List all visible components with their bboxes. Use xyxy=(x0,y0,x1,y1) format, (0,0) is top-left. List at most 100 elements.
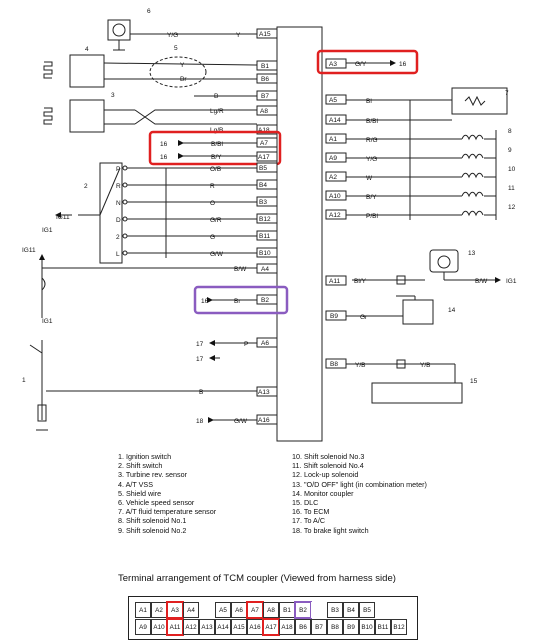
vehicle-speed-sensor xyxy=(107,19,257,51)
coupler-terminal: B7 xyxy=(311,619,327,635)
shift-position: P xyxy=(116,166,120,173)
power-feed xyxy=(29,254,257,431)
dest-label: 16 xyxy=(399,61,407,68)
wire-label: Br xyxy=(180,76,187,83)
coupler-terminal: B1 xyxy=(279,602,295,618)
wire-label: G/Y xyxy=(355,61,367,68)
wire-label: B/W xyxy=(475,278,488,285)
pin-box xyxy=(256,230,278,241)
wire-label: Lg/B xyxy=(210,127,223,134)
label-1: 1 xyxy=(22,377,26,384)
pin-box xyxy=(256,151,278,162)
ig11-label: IG11 xyxy=(22,247,36,254)
wire-label: W xyxy=(366,175,373,182)
wire-label: Gr xyxy=(360,314,368,321)
pin-label: B12 xyxy=(259,216,271,223)
coupler-terminal: A7 xyxy=(246,601,264,619)
pin-box xyxy=(256,124,278,135)
shift-position: R xyxy=(116,183,121,190)
od-off-light xyxy=(352,249,501,285)
wire-label: R/G xyxy=(366,137,378,144)
pin-label: A3 xyxy=(329,61,337,68)
pin-label: B10 xyxy=(259,250,271,257)
legend-item: 1. Ignition switch xyxy=(118,452,172,461)
wire-label: O/B xyxy=(210,166,221,173)
coupler-terminal: B11 xyxy=(375,619,391,635)
pin-label: A4 xyxy=(261,266,269,273)
legend-item: 16. To ECM xyxy=(292,507,330,517)
pin-label: A18 xyxy=(258,127,270,134)
turbine-sensor xyxy=(43,99,257,133)
wire-label: Bl/Y xyxy=(354,278,367,285)
shift-position: L xyxy=(116,251,120,258)
pin-label: A10 xyxy=(329,193,341,200)
wire-label: B xyxy=(214,93,218,100)
wire-label: Y/G xyxy=(366,156,377,163)
solenoid-label: 11 xyxy=(508,185,515,192)
pin-label: A5 xyxy=(329,97,337,104)
pin-label: B7 xyxy=(261,93,269,100)
solenoid-label: 12 xyxy=(508,204,516,211)
shift-position: N xyxy=(116,200,121,207)
wire-label: O xyxy=(210,200,215,207)
legend-item: 4. A/T VSS xyxy=(118,479,154,489)
coupler-caption: Terminal arrangement of TCM coupler (Vie… xyxy=(118,573,396,584)
legend-item: 7. A/T fluid temperature sensor xyxy=(118,507,217,517)
pin-label: B6 xyxy=(261,76,269,83)
pin-box xyxy=(256,162,278,173)
pin-box xyxy=(256,90,278,101)
shift-position: D xyxy=(116,217,121,224)
coupler-terminal: A3 xyxy=(166,601,184,619)
legend-item: 13. "O/D OFF" light (in combination mete… xyxy=(292,479,427,489)
pin-box xyxy=(256,28,278,39)
coupler-terminal: A13 xyxy=(199,619,215,635)
wire-label: Bl xyxy=(366,98,372,105)
coupler-terminal: A10 xyxy=(151,619,167,635)
pin-label: A16 xyxy=(258,417,270,424)
wire-label: G/W xyxy=(234,418,248,425)
pin-label: A7 xyxy=(260,140,268,147)
coupler-terminal xyxy=(311,602,327,618)
pin-label: B3 xyxy=(259,199,267,206)
tcm-box xyxy=(276,26,323,442)
ig1-label: IG1 xyxy=(42,227,53,234)
pin-label: A9 xyxy=(329,155,337,162)
dest-label: 17 xyxy=(196,341,204,348)
wire-label: P xyxy=(244,341,248,348)
pin-box xyxy=(325,275,347,286)
pin-box xyxy=(256,60,278,71)
pin-label: A14 xyxy=(329,117,341,124)
dest-label: 16 xyxy=(201,298,209,305)
highlight-red-a7-a17 xyxy=(148,130,282,166)
coupler-terminal: B4 xyxy=(343,602,359,618)
wire-label: B/W xyxy=(234,266,247,273)
label-3: 3 xyxy=(111,92,115,99)
coupler-terminal: A5 xyxy=(215,602,231,618)
wire-label: Br xyxy=(234,298,241,305)
pin-label: B8 xyxy=(330,361,338,368)
legend-item: 3. Turbine rev. sensor xyxy=(118,470,187,480)
legend-item: 14. Monitor coupler xyxy=(292,488,354,498)
coupler-terminal: A18 xyxy=(279,619,295,635)
dest-label: 17 xyxy=(196,356,204,363)
pin-label: B4 xyxy=(259,182,267,189)
pin-box xyxy=(256,73,278,84)
pin-label: B2 xyxy=(261,297,269,304)
highlight-red-a3 xyxy=(316,49,419,75)
pin-box xyxy=(256,386,278,397)
pin-label: B1 xyxy=(261,63,269,70)
coupler-terminal: A6 xyxy=(231,602,247,618)
pin-label: A17 xyxy=(258,154,270,161)
coupler-terminal: A9 xyxy=(135,619,151,635)
legend-item: 18. To brake light switch xyxy=(292,525,369,535)
dest-label: 18 xyxy=(196,418,204,425)
wire-label: B/Bl xyxy=(211,141,223,148)
pin-box xyxy=(256,247,278,258)
wire-label: Y xyxy=(236,32,241,39)
